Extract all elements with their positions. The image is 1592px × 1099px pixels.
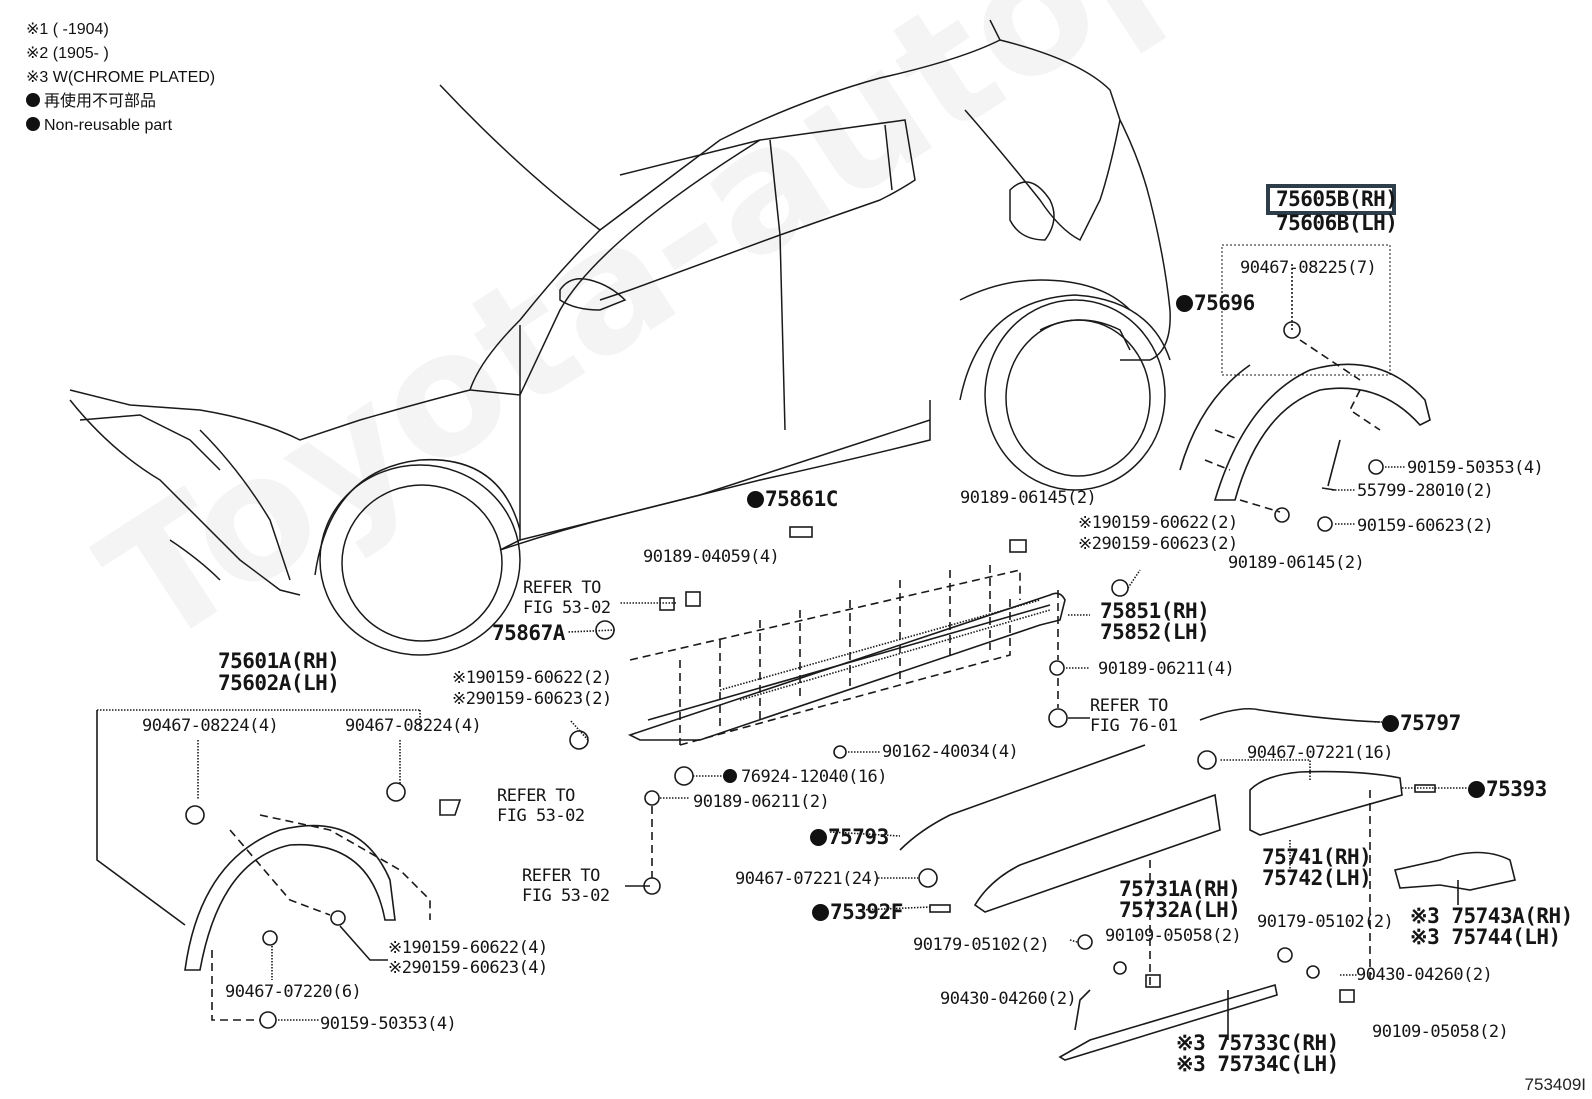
part-label-90189-06145-rear[interactable]: 90189-06145(2) xyxy=(1228,553,1365,573)
nonreusable-dot-icon xyxy=(1382,715,1399,732)
refer-to-fig-53-02-a-line1[interactable]: REFER TO xyxy=(523,578,601,598)
part-label-90179-05102-right[interactable]: 90179-05102(2) xyxy=(1257,912,1394,932)
front-wheel-arch-part xyxy=(96,709,462,1029)
legend-nonreusable-en: Non-reusable part xyxy=(26,114,215,138)
legend-nonreusable-jp-text: 再使用不可部品 xyxy=(44,93,157,110)
legend-nonreusable-jp: 再使用不可部品 xyxy=(26,90,215,114)
legend-nonreusable-en-text: Non-reusable part xyxy=(44,117,173,134)
legend: ※1 ( -1904) ※2 (1905- ) ※3 W(CHROME PLAT… xyxy=(26,18,215,138)
part-number: 75797 xyxy=(1400,711,1461,735)
figure-id: 753409I xyxy=(1524,1075,1586,1094)
part-label-90467-08224-a[interactable]: 90467-08224(4) xyxy=(142,716,279,736)
nonreusable-dot-icon xyxy=(26,93,40,107)
nonreusable-dot-icon xyxy=(1176,295,1193,312)
part-label-90430-04260-right[interactable]: 90430-04260(2) xyxy=(1356,965,1493,985)
refer-to-fig-53-02-b-line2[interactable]: FIG 53-02 xyxy=(497,806,585,826)
part-label-90189-06211-2[interactable]: 90189-06211(2) xyxy=(693,792,830,812)
part-label-90159-60623-rear[interactable]: 90159-60623(2) xyxy=(1357,516,1494,536)
part-label-55799-28010[interactable]: 55799-28010(2) xyxy=(1357,481,1494,501)
part-label-90109-05058-center[interactable]: 90109-05058(2) xyxy=(1105,926,1242,946)
part-label-90159-50353-rear[interactable]: 90159-50353(4) xyxy=(1407,458,1544,478)
nonreusable-dot-icon xyxy=(723,769,737,783)
part-label-90109-05058-right[interactable]: 90109-05058(2) xyxy=(1372,1022,1509,1042)
part-label-90467-07221-16[interactable]: 90467-07221(16) xyxy=(1247,743,1394,763)
part-label-75606B[interactable]: 75606B(LH) xyxy=(1276,211,1398,235)
part-number: 75793 xyxy=(828,825,889,849)
part-label-90162-40034[interactable]: 90162-40034(4) xyxy=(882,742,1019,762)
part-label-90467-08225[interactable]: 90467-08225(7) xyxy=(1240,258,1377,278)
part-label-90159-60623-center[interactable]: ※290159-60623(2) xyxy=(1078,534,1238,554)
door-molding-parts xyxy=(829,707,1516,1061)
part-label-90189-04059[interactable]: 90189-04059(4) xyxy=(643,547,780,567)
refer-to-fig-53-02-a-line2[interactable]: FIG 53-02 xyxy=(523,598,611,618)
part-label-90159-60623-front[interactable]: ※290159-60623(4) xyxy=(388,958,548,978)
rocker-panel-part xyxy=(567,526,1141,895)
part-label-90179-05102-center[interactable]: 90179-05102(2) xyxy=(913,935,1050,955)
part-label-75601A[interactable]: 75601A(RH) xyxy=(218,649,340,673)
refer-to-fig-76-01-line2[interactable]: FIG 76-01 xyxy=(1090,716,1178,736)
part-label-75743A[interactable]: ※3 75743A(RH) xyxy=(1410,904,1573,928)
part-label-90467-08224-b[interactable]: 90467-08224(4) xyxy=(345,716,482,736)
nonreusable-dot-icon xyxy=(810,829,827,846)
part-label-75851[interactable]: 75851(RH) xyxy=(1100,599,1210,623)
legend-note-1: ※1 ( -1904) xyxy=(26,21,109,38)
part-label-75744[interactable]: ※3 75744(LH) xyxy=(1410,925,1561,949)
part-label-75393[interactable]: 75393 xyxy=(1468,778,1547,800)
part-label-90467-07220[interactable]: 90467-07220(6) xyxy=(225,982,362,1002)
part-label-90159-50353-front[interactable]: 90159-50353(4) xyxy=(320,1014,457,1034)
part-label-75793[interactable]: 75793 xyxy=(810,826,889,848)
part-label-90159-60622-center[interactable]: ※190159-60622(2) xyxy=(1078,513,1238,533)
nonreusable-dot-icon xyxy=(812,904,829,921)
part-label-75696[interactable]: 75696 xyxy=(1176,292,1255,314)
part-label-75742[interactable]: 75742(LH) xyxy=(1262,866,1372,890)
highlighted-part-box xyxy=(1266,184,1396,215)
part-label-75732A[interactable]: 75732A(LH) xyxy=(1119,898,1241,922)
part-label-75605B[interactable]: 75605B(RH) xyxy=(1276,187,1398,211)
part-number: 75696 xyxy=(1194,291,1255,315)
part-label-75733C[interactable]: ※3 75733C(RH) xyxy=(1176,1031,1339,1055)
part-label-90189-06211-4[interactable]: 90189-06211(4) xyxy=(1098,659,1235,679)
part-label-90159-60622-left[interactable]: ※190159-60622(2) xyxy=(452,668,612,688)
refer-to-fig-76-01-line1[interactable]: REFER TO xyxy=(1090,696,1168,716)
part-number: 76924-12040(16) xyxy=(741,767,888,787)
part-label-75852[interactable]: 75852(LH) xyxy=(1100,620,1210,644)
part-label-90159-60622-front[interactable]: ※190159-60622(4) xyxy=(388,938,548,958)
part-label-75734C[interactable]: ※3 75734C(LH) xyxy=(1176,1052,1339,1076)
part-label-75867A[interactable]: 75867A xyxy=(492,621,565,645)
part-label-76924-12040[interactable]: 76924-12040(16) xyxy=(723,767,888,787)
part-label-90189-06145-center[interactable]: 90189-06145(2) xyxy=(960,488,1097,508)
legend-note-3: ※3 W(CHROME PLATED) xyxy=(26,69,216,86)
vehicle-outline xyxy=(69,19,1171,656)
rear-wheel-arch-part xyxy=(1179,244,1431,532)
nonreusable-dot-icon xyxy=(1468,781,1485,798)
part-label-75602A[interactable]: 75602A(LH) xyxy=(218,671,340,695)
part-label-75392F[interactable]: 75392F xyxy=(812,901,903,923)
refer-to-fig-53-02-c-line1[interactable]: REFER TO xyxy=(522,866,600,886)
part-label-75731A[interactable]: 75731A(RH) xyxy=(1119,877,1241,901)
part-number: 75393 xyxy=(1486,777,1547,801)
refer-to-fig-53-02-c-line2[interactable]: FIG 53-02 xyxy=(522,886,610,906)
part-label-90430-04260-center[interactable]: 90430-04260(2) xyxy=(940,989,1077,1009)
refer-to-fig-53-02-b-line1[interactable]: REFER TO xyxy=(497,786,575,806)
part-label-75741[interactable]: 75741(RH) xyxy=(1262,845,1372,869)
nonreusable-dot-icon xyxy=(26,117,40,131)
part-label-75797[interactable]: 75797 xyxy=(1382,712,1461,734)
legend-note-2: ※2 (1905- ) xyxy=(26,45,109,62)
part-label-90467-07221-24[interactable]: 90467-07221(24) xyxy=(735,869,882,889)
part-number: 75392F xyxy=(830,900,903,924)
part-label-75861C[interactable]: 75861C xyxy=(747,488,838,510)
part-number: 75861C xyxy=(765,487,838,511)
part-label-90159-60623-left[interactable]: ※290159-60623(2) xyxy=(452,689,612,709)
nonreusable-dot-icon xyxy=(747,491,764,508)
